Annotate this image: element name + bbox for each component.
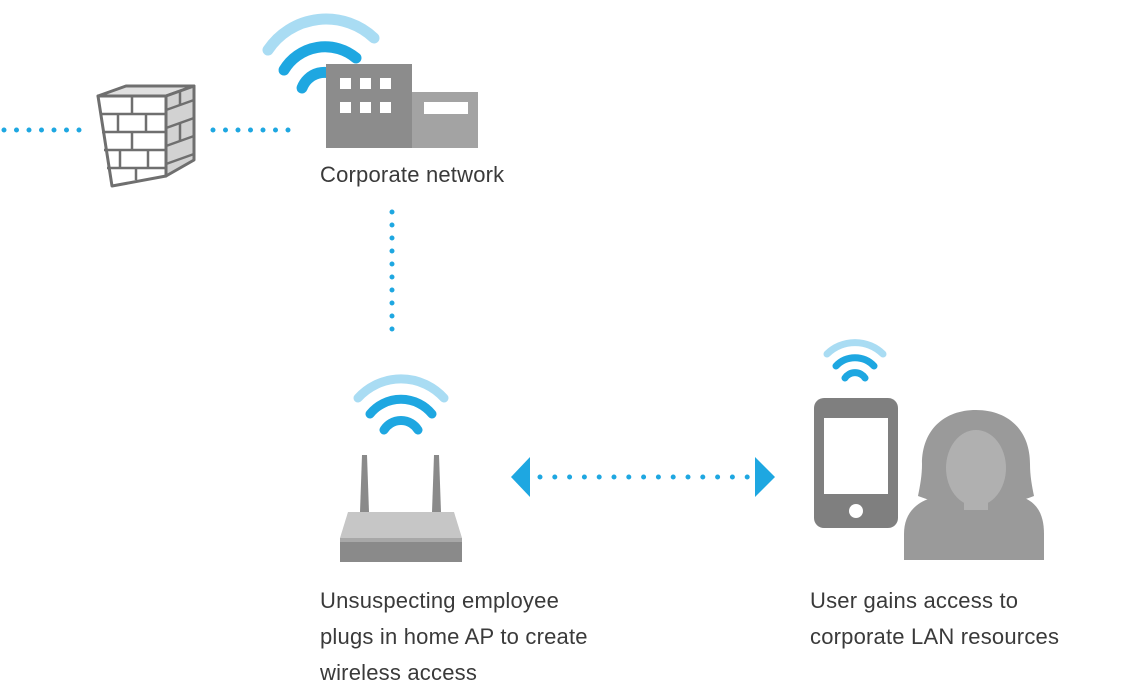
user-caption: User gains access to corporate LAN resou… — [810, 583, 1059, 655]
firewall-icon — [96, 84, 196, 188]
router-icon — [340, 455, 462, 562]
person-icon — [904, 410, 1044, 560]
arrow-right-head — [755, 457, 775, 497]
caption-line: wireless access — [320, 660, 478, 685]
access-point-caption: Unsuspecting employee plugs in home AP t… — [320, 583, 588, 691]
caption-line: corporate LAN resources — [810, 624, 1060, 649]
arrow-left-head — [511, 457, 530, 497]
caption-line: User gains access to — [810, 588, 1019, 613]
caption-line: Unsuspecting employee — [320, 588, 560, 613]
corporate-network-label: Corporate network — [320, 162, 505, 187]
wifi-signal-icon — [823, 339, 887, 382]
smartphone-icon — [814, 398, 898, 528]
wifi-signal-icon — [353, 374, 449, 435]
caption-line: plugs in home AP to create — [320, 624, 588, 649]
building-icon — [326, 64, 478, 148]
